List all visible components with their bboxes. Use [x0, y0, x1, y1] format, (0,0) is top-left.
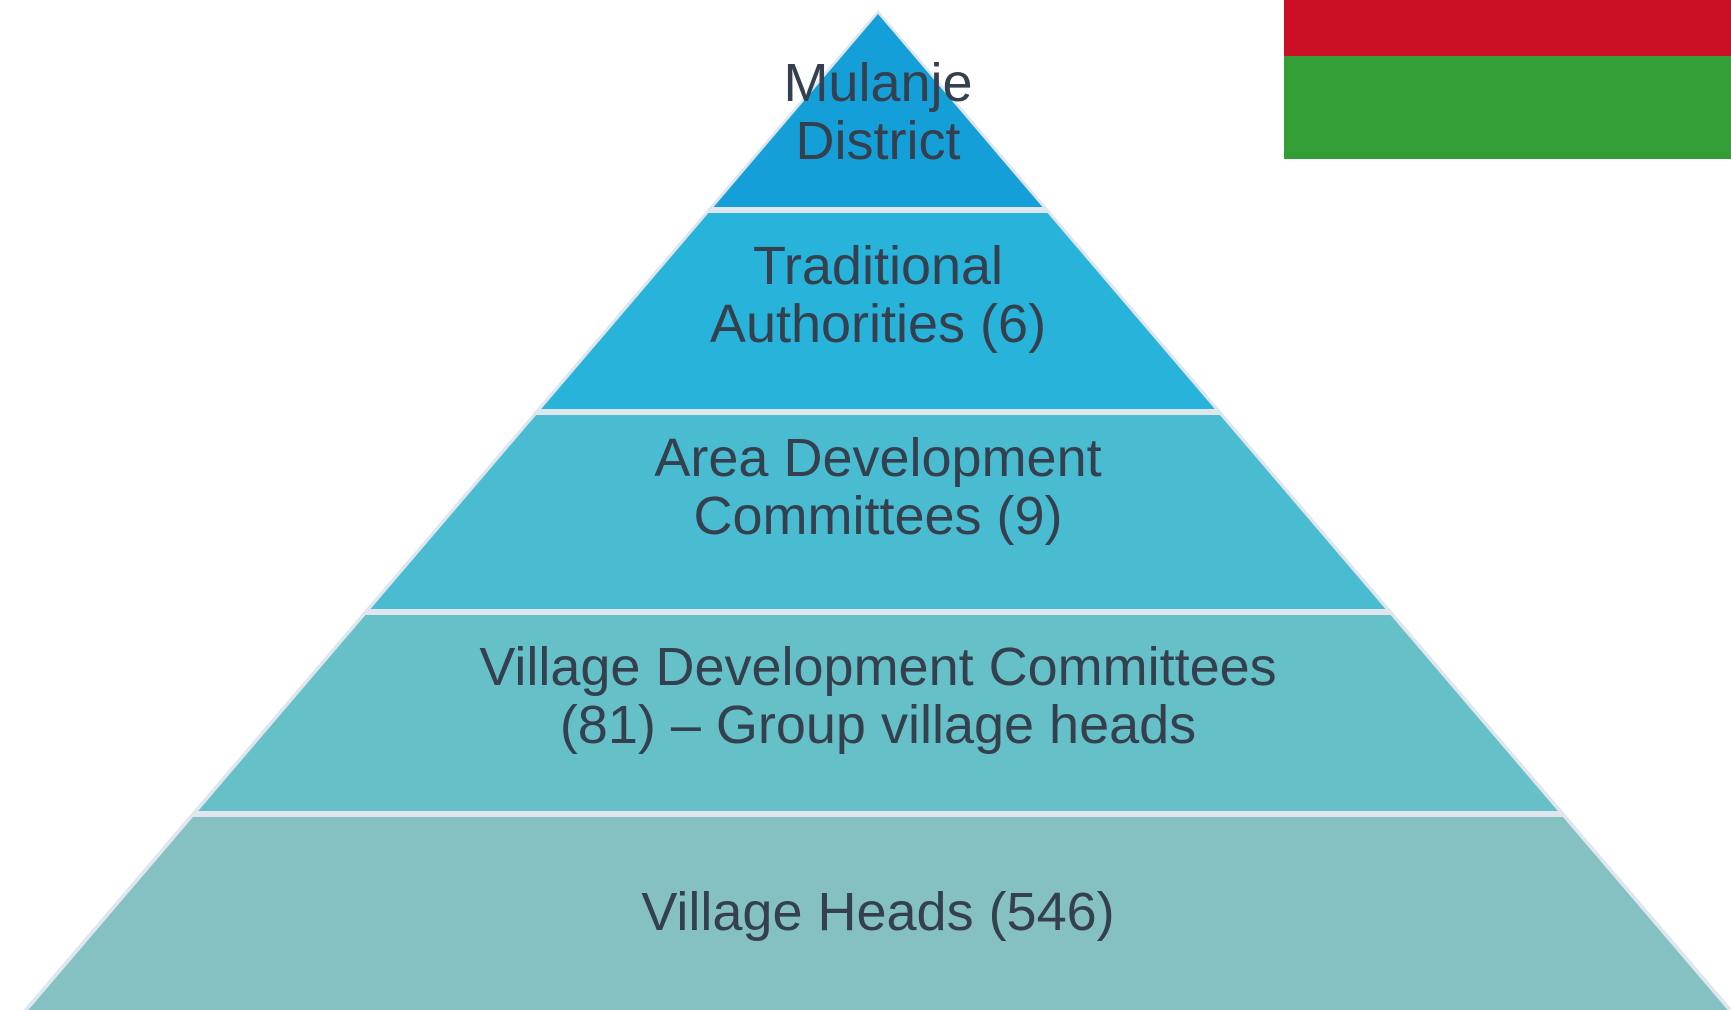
pyramid-level-3-label-line-1: Area Development	[654, 428, 1101, 488]
pyramid-level-2	[541, 213, 1215, 409]
pyramid-level-5	[28, 817, 1728, 1010]
pyramid-level-2-label-line-1: Traditional	[753, 236, 1003, 296]
flag-green-stripe	[1284, 56, 1731, 159]
pyramid-level-1-label-line-2: District	[796, 111, 961, 171]
pyramid-level-5-label-line-1: Village Heads (546)	[641, 882, 1114, 942]
pyramid-level-4-label-line-2: (81) – Group village heads	[560, 695, 1196, 755]
pyramid-level-1	[713, 14, 1043, 207]
malawi-flag-image	[1284, 0, 1731, 159]
pyramid-level-4-label-line-1: Village Development Committees	[479, 637, 1276, 697]
pyramid-level-3	[370, 415, 1386, 609]
flag-red-stripe	[1284, 0, 1731, 56]
pyramid-level-3-label-line-2: Committees (9)	[693, 486, 1062, 546]
pyramid-level-4	[198, 615, 1558, 811]
pyramid-level-1-label-line-1: Mulanje	[783, 53, 972, 113]
pyramid-level-2-label-line-2: Authorities (6)	[710, 294, 1046, 354]
